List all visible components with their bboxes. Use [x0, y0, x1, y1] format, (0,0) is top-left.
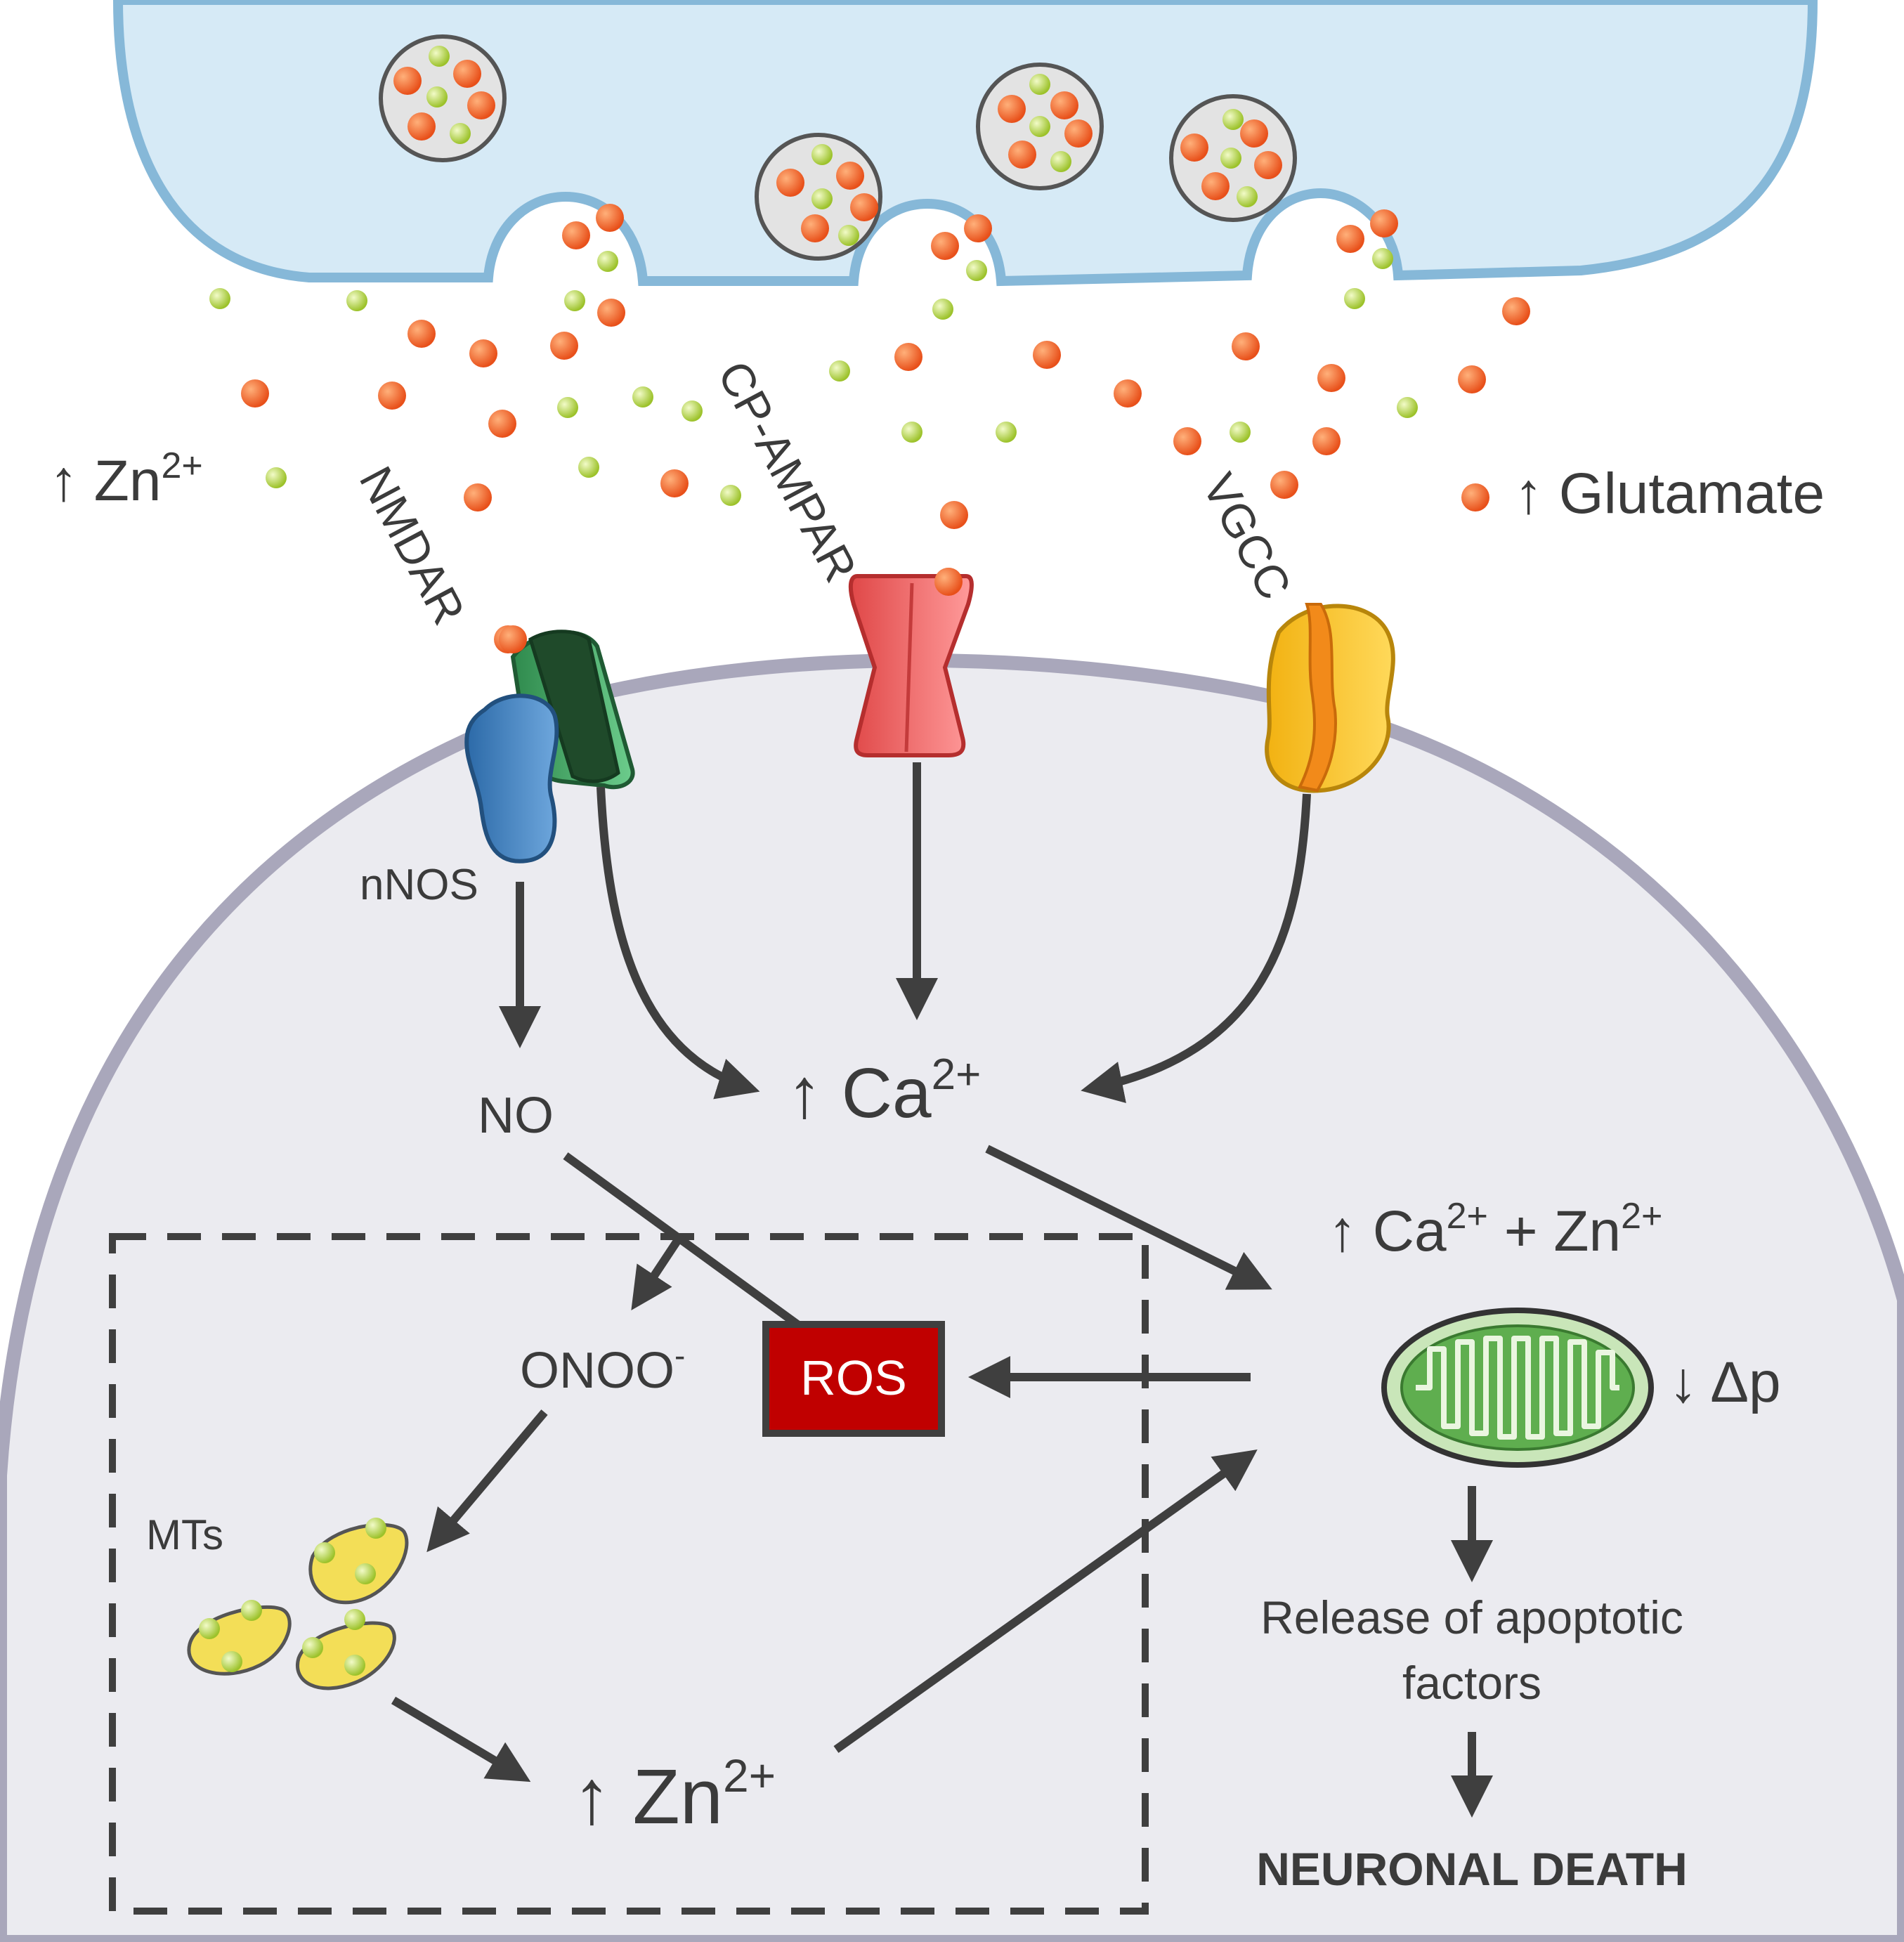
- nnos-enzyme: [464, 693, 559, 864]
- apoptotic-label-line2: factors: [1402, 1657, 1541, 1709]
- apoptotic-label-line1: Release of apoptotic: [1260, 1591, 1683, 1643]
- pathway-arrows: [391, 762, 1493, 1818]
- arrow-nmdar-to-ca: [596, 786, 760, 1100]
- nnos-label: nNOS: [360, 861, 478, 909]
- glutamate-label: ↑ Glutamate: [1514, 462, 1825, 526]
- fusing-vesicle: [931, 214, 992, 281]
- vesicle: [976, 63, 1104, 190]
- vgcc-channel: [1265, 603, 1395, 793]
- presynaptic-terminal: [112, 0, 1818, 287]
- ros-box: ROS: [762, 1321, 945, 1437]
- synaptic-vesicles: [379, 34, 1398, 281]
- mts-label: MTs: [146, 1511, 223, 1558]
- arrow-vgcc-to-ca: [1081, 793, 1311, 1103]
- arrow-zn-to-mito: [833, 1449, 1258, 1753]
- mitochondrion: [1381, 1308, 1654, 1468]
- vesicle: [379, 34, 507, 162]
- zinc-ions: [209, 288, 1418, 506]
- no-label: NO: [478, 1088, 554, 1144]
- delta-p-label: ↓ Δp: [1669, 1350, 1781, 1414]
- metallothioneins: [187, 1518, 409, 1690]
- mt-protein: [308, 1518, 409, 1605]
- arrow-to-onoo: [631, 1234, 684, 1311]
- nmdar-label: NMDAR: [350, 458, 476, 632]
- ca-central-label: ↑ Ca2+: [787, 1050, 981, 1133]
- mt-protein: [296, 1609, 396, 1690]
- zinc-pathway-box: [109, 1233, 1149, 1915]
- zn-intracellular-label: ↑ Zn2+: [573, 1749, 776, 1840]
- fusing-vesicle: [1336, 209, 1398, 269]
- postsynaptic-neuron: [0, 653, 1904, 1942]
- arrow-ca-to-mito: [985, 1145, 1272, 1290]
- onoo-label: ONOO-: [520, 1337, 685, 1399]
- zn-extracellular-label: ↑ Zn2+: [49, 445, 203, 513]
- vesicle: [755, 133, 882, 261]
- arrow-onoo-to-mts: [426, 1409, 548, 1553]
- fusing-vesicle: [562, 204, 624, 272]
- arrow-mts-to-zn: [391, 1696, 531, 1783]
- ros-label: ROS: [800, 1350, 907, 1405]
- cp-ampar-channel: [848, 568, 974, 757]
- ca-zn-mito-label: ↑ Ca2+ + Zn2+: [1328, 1196, 1662, 1263]
- vesicle: [1169, 94, 1297, 222]
- mt-protein: [187, 1600, 292, 1676]
- cp-ampar-label: CP-AMPAR: [708, 353, 868, 590]
- neuronal-death-label: NEURONAL DEATH: [1256, 1843, 1688, 1895]
